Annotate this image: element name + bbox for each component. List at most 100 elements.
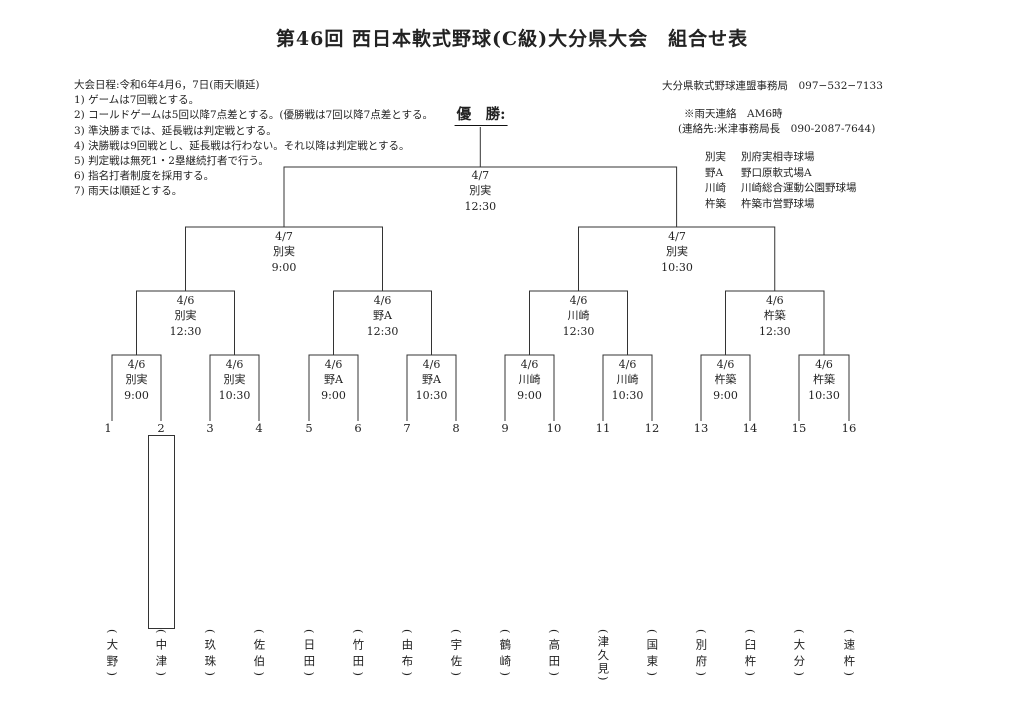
slot-number-8: 8 [452, 421, 460, 435]
round1-label-5: 4/6 川崎 9:00 [517, 357, 542, 403]
team-name-13: (別府) [694, 629, 709, 681]
match-venue: 野A [373, 309, 392, 323]
team-name-4: (佐伯) [252, 629, 267, 681]
federation-office-contact: 大分県軟式野球連盟事務局 097−532−7133 [662, 80, 883, 92]
team-name-7: (由布) [400, 629, 415, 681]
slot-number-3: 3 [206, 421, 214, 435]
rule-line: 7) 雨天は順延とする。 [74, 185, 183, 198]
match-venue: 別実 [125, 373, 148, 387]
team-name-6: (竹田) [351, 629, 366, 681]
match-venue: 野A [422, 373, 441, 387]
match-date: 4/6 [765, 294, 784, 307]
slot-number-7: 7 [403, 421, 411, 435]
slot-number-9: 9 [501, 421, 509, 435]
quarterfinal-label-3: 4/6 川崎 12:30 [563, 293, 595, 339]
quarterfinal-label-4: 4/6 杵築 12:30 [759, 293, 791, 339]
match-time: 10:30 [415, 388, 448, 402]
match-time: 9:00 [517, 388, 542, 402]
slot-number-4: 4 [255, 421, 263, 435]
team-name-2: (中津) [154, 629, 169, 681]
venue-row: 川崎 川崎総合運動公園野球場 [705, 181, 857, 197]
team-name-15: (大分) [792, 629, 807, 681]
team-name-3: (玖珠) [203, 629, 218, 681]
venue-abbr: 杵築 [705, 197, 726, 210]
match-venue: 杵築 [812, 373, 835, 387]
round1-label-6: 4/6 川崎 10:30 [612, 357, 644, 403]
match-venue: 川崎 [567, 309, 590, 323]
venue-name: 野口原軟式場A [741, 166, 812, 179]
team-name-12: (国東) [645, 629, 660, 681]
match-time: 12:30 [562, 324, 595, 338]
match-date: 4/6 [815, 358, 833, 371]
rule-line: 1) ゲームは7回戦とする。 [74, 94, 200, 107]
match-time: 10:30 [808, 388, 840, 402]
slot-number-15: 15 [791, 421, 807, 435]
rule-line: 5) 判定戦は無死1・2塁継続打者で行う。 [74, 155, 269, 168]
slot-number-12: 12 [644, 421, 660, 435]
round1-label-2: 4/6 別実 10:30 [219, 357, 251, 403]
rain-contact: (連絡先:米津事務局長 090-2087-7644) [678, 123, 876, 135]
round1-label-8: 4/6 杵築 10:30 [808, 357, 840, 403]
match-time: 12:30 [758, 324, 791, 338]
match-date: 4/6 [716, 358, 735, 371]
team-name-5: (日田) [302, 629, 317, 681]
team-name-1: (大野) [105, 629, 120, 681]
venue-row: 別実別府実相寺球場 [705, 150, 857, 166]
match-venue: 杵築 [714, 373, 737, 387]
semifinal-left-label: 4/7 別実 9:00 [272, 229, 297, 275]
match-venue: 杵築 [763, 309, 786, 323]
quarterfinal-label-2: 4/6 野A 12:30 [367, 293, 399, 339]
venue-abbr: 川崎 [705, 182, 726, 194]
team-name-8: (宇佐) [449, 629, 464, 681]
match-venue: 別実 [469, 184, 492, 198]
slot-number-14: 14 [742, 421, 758, 435]
slot-number-16: 16 [841, 421, 857, 435]
slot-number-2: 2 [157, 421, 165, 435]
match-date: 4/7 [275, 230, 293, 243]
match-date: 4/6 [176, 294, 195, 307]
round1-label-3: 4/6 野A 9:00 [321, 357, 346, 403]
match-time: 12:30 [169, 324, 202, 338]
match-venue: 別実 [665, 245, 688, 259]
venue-name: 川崎総合運動公園野球場 [741, 182, 857, 194]
semifinal-right-label: 4/7 別実 10:30 [661, 229, 693, 275]
match-time: 9:00 [271, 260, 297, 274]
rule-line: 4) 決勝戦は9回戦とし、延長戦は行わない。それ以降は判定戦とする。 [74, 139, 410, 152]
rule-line: 3) 準決勝までは、延長戦は判定戦とする。 [74, 124, 277, 137]
match-date: 4/6 [225, 358, 244, 371]
match-date: 4/6 [618, 358, 637, 371]
match-time: 9:00 [321, 388, 346, 402]
team-name-14: (臼杵) [743, 629, 758, 681]
match-time: 12:30 [366, 324, 399, 338]
match-date: 4/6 [324, 358, 343, 371]
final-match-label: 4/7 別実 12:30 [464, 168, 496, 214]
round1-label-4: 4/6 野A 10:30 [416, 357, 448, 403]
round1-label-1: 4/6 別実 9:00 [124, 357, 149, 403]
round1-label-7: 4/6 杵築 9:00 [713, 357, 738, 403]
slot-number-1: 1 [104, 421, 112, 435]
rule-line: 6) 指名打者制度を採用する。 [74, 170, 215, 183]
team-name-16: (速杵) [842, 629, 857, 681]
schedule-line: 大会日程:令和6年4月6，7日(雨天順延) [74, 79, 260, 91]
page-title: 第46回 西日本軟式野球(C級)大分県大会 組合せ表 [275, 28, 749, 50]
quarterfinal-label-1: 4/6 別実 12:30 [170, 293, 202, 339]
match-time: 10:30 [218, 388, 251, 402]
match-date: 4/6 [127, 358, 146, 371]
slot-number-13: 13 [693, 421, 709, 435]
match-date: 4/6 [520, 358, 539, 371]
venue-row: 野A 野口原軟式場A [705, 166, 857, 182]
match-date: 4/7 [471, 169, 490, 182]
venue-abbr: 野A [705, 166, 724, 179]
match-date: 4/6 [569, 294, 588, 307]
rain-notice: ※雨天連絡 AM6時 [684, 108, 783, 120]
slot-number-11: 11 [595, 421, 611, 435]
match-venue: 別実 [174, 309, 197, 323]
slot-number-5: 5 [305, 421, 313, 435]
match-time: 12:30 [464, 199, 497, 213]
slot-number-10: 10 [546, 421, 562, 435]
tournament-notes: 大会日程:令和6年4月6，7日(雨天順延) 1) ゲームは7回戦とする。 2) … [74, 78, 433, 200]
team-name-9: (鶴崎) [498, 629, 513, 681]
